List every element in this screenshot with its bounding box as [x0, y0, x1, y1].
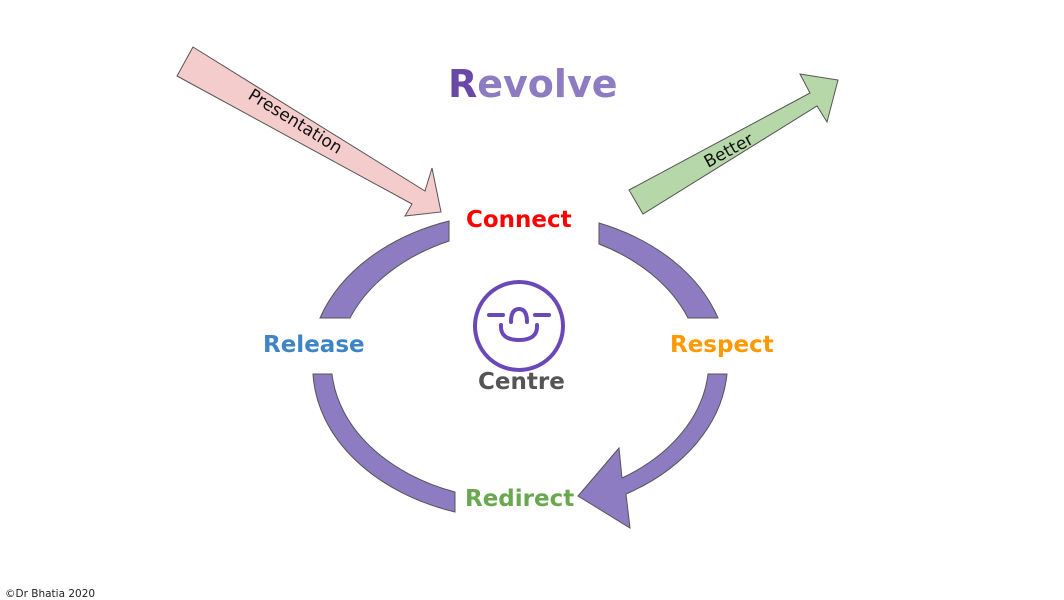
arc-respect-to-redirect [577, 373, 728, 529]
presentation-arrow-label: Presentation [244, 85, 345, 158]
stage-redirect-label: Redirect [465, 486, 575, 512]
better-arrow: Better [628, 73, 839, 215]
smiling-face-icon [473, 280, 565, 372]
arc-release-to-connect [319, 220, 450, 319]
stage-connect-label: Connect [466, 207, 572, 233]
title-first-letter: R [448, 62, 478, 106]
arc-redirect-to-release [312, 373, 456, 513]
cycle-ring [312, 220, 728, 529]
better-arrow-shape [628, 73, 839, 215]
stage-release-label: Release [263, 332, 365, 358]
diagram-title: Revolve [448, 62, 617, 106]
stage-respect-label: Respect [670, 332, 774, 358]
presentation-arrow-shape [176, 46, 442, 217]
centre-label: Centre [478, 369, 565, 395]
presentation-arrow: Presentation [176, 46, 442, 217]
title-rest: evolve [477, 62, 618, 106]
copyright-footer: ©Dr Bhatia 2020 [5, 588, 96, 600]
arc-connect-to-respect [598, 222, 719, 319]
